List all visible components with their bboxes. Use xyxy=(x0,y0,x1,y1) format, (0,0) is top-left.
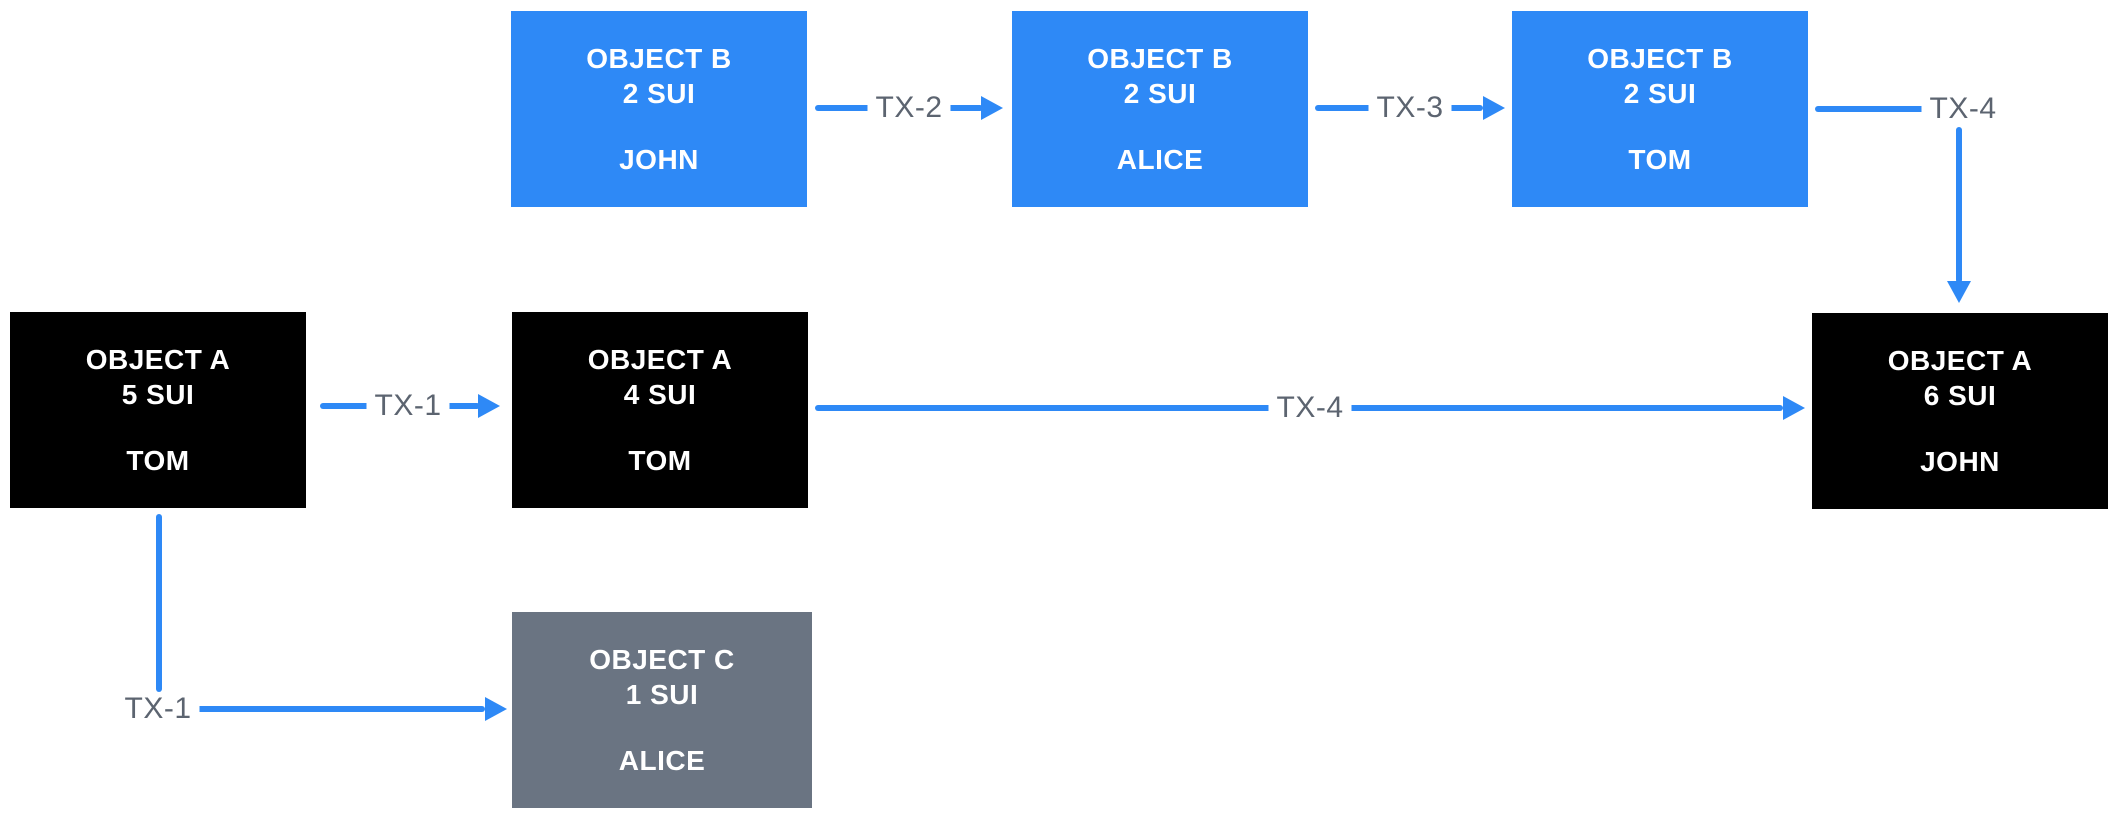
node-title: OBJECT A xyxy=(587,344,733,375)
node-title: OBJECT A xyxy=(85,344,231,375)
node-amount: 6 SUI xyxy=(1923,380,1997,411)
node-amount: 2 SUI xyxy=(1623,78,1697,109)
node-object-a-5sui-tom: OBJECT A 5 SUI TOM xyxy=(10,312,306,508)
tx1-elbow-arrowhead-icon xyxy=(485,697,507,721)
tx1-elbow-hline xyxy=(192,706,485,712)
tx2-arrowhead-icon xyxy=(981,96,1003,120)
tx1-label: TX-1 xyxy=(366,389,450,423)
node-title: OBJECT A xyxy=(1887,345,2033,376)
node-title: OBJECT C xyxy=(589,644,735,675)
node-amount: 1 SUI xyxy=(625,679,699,710)
node-owner: TOM xyxy=(628,445,692,476)
node-object-b-alice: OBJECT B 2 SUI ALICE xyxy=(1012,11,1308,207)
node-owner: ALICE xyxy=(618,745,706,776)
tx1-arrowhead-icon xyxy=(478,394,500,418)
node-object-a-6sui-john: OBJECT A 6 SUI JOHN xyxy=(1812,313,2108,509)
node-title: OBJECT B xyxy=(1587,43,1733,74)
tx4-elbow-label: TX-4 xyxy=(1921,92,2005,126)
node-object-b-tom: OBJECT B 2 SUI TOM xyxy=(1512,11,1808,207)
node-owner: ALICE xyxy=(1116,144,1204,175)
node-owner: TOM xyxy=(1628,144,1692,175)
node-object-b-john: OBJECT B 2 SUI JOHN xyxy=(511,11,807,207)
tx3-label: TX-3 xyxy=(1368,91,1452,125)
tx3-arrowhead-icon xyxy=(1483,96,1505,120)
node-amount: 5 SUI xyxy=(121,379,195,410)
node-title: OBJECT B xyxy=(1087,43,1233,74)
tx4-elbow-arrowhead-icon xyxy=(1947,281,1971,303)
tx1-elbow-vline xyxy=(156,514,162,692)
node-amount: 4 SUI xyxy=(623,379,697,410)
node-title: OBJECT B xyxy=(586,43,732,74)
tx4-long-label: TX-4 xyxy=(1268,391,1352,425)
node-object-c-alice: OBJECT C 1 SUI ALICE xyxy=(512,612,812,808)
node-amount: 2 SUI xyxy=(1123,78,1197,109)
tx4-elbow-hline xyxy=(1815,106,1930,112)
tx2-label: TX-2 xyxy=(867,91,951,125)
node-amount: 2 SUI xyxy=(622,78,696,109)
node-owner: TOM xyxy=(126,445,190,476)
tx1-elbow-label: TX-1 xyxy=(116,692,200,726)
tx4-elbow-vline xyxy=(1956,127,1962,283)
tx4-long-arrowhead-icon xyxy=(1783,396,1805,420)
node-owner: JOHN xyxy=(619,144,699,175)
node-object-a-4sui-tom: OBJECT A 4 SUI TOM xyxy=(512,312,808,508)
node-owner: JOHN xyxy=(1920,446,2000,477)
